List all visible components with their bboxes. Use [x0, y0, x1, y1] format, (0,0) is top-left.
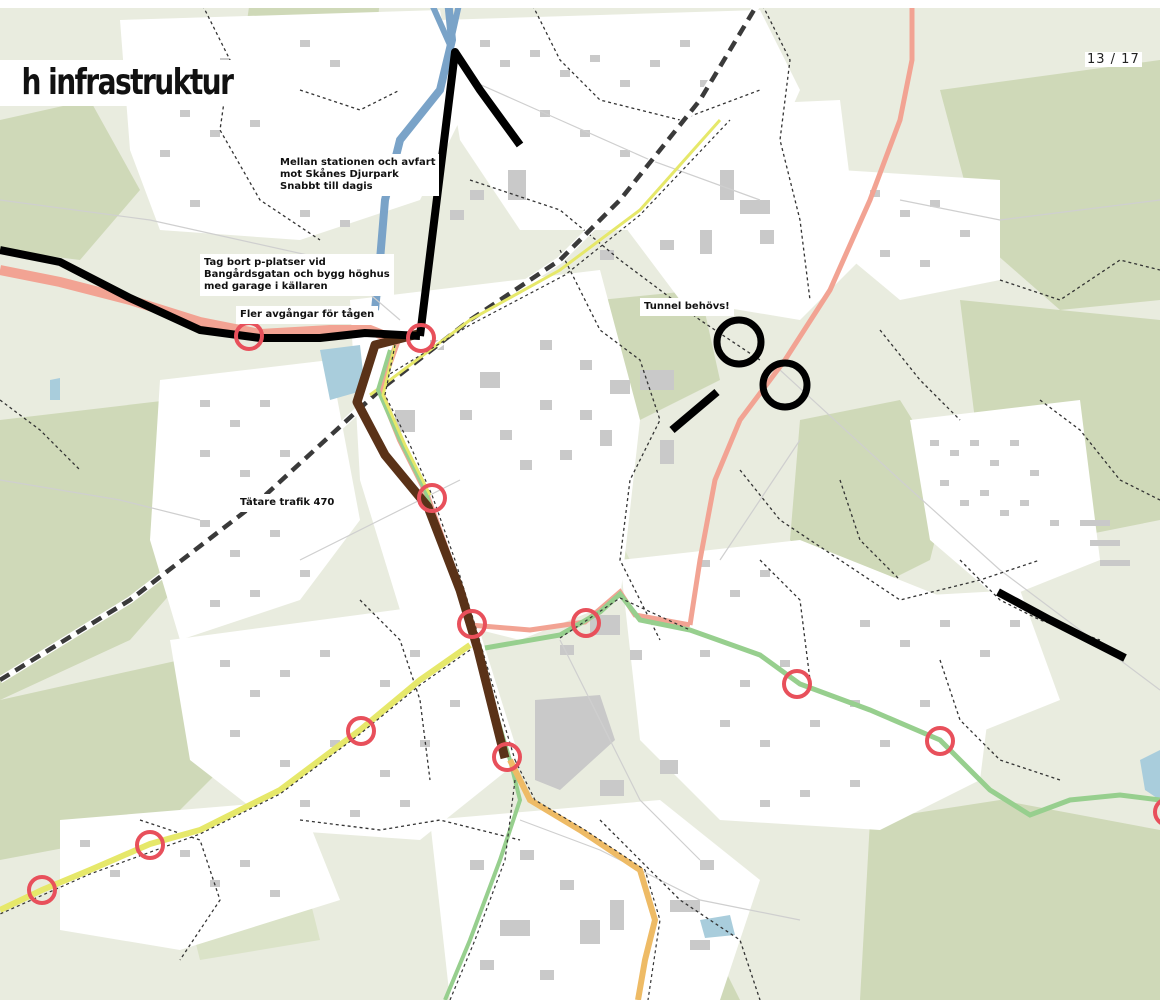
- bus-stop: [492, 742, 522, 772]
- annotation-parking-highrise: Tag bort p-platser vid Bangårdsgatan och…: [200, 254, 394, 296]
- river-fork: [427, 0, 463, 55]
- route-brown-proposal: [352, 329, 510, 760]
- annotation-station-daycare: Mellan stationen och avfart mot Skånes D…: [276, 154, 440, 196]
- bus-stop: [925, 726, 955, 756]
- annotation-line: Bangårdsgatan och bygg höghus: [204, 269, 390, 280]
- bus-stop: [782, 669, 812, 699]
- page-number: 13 / 17: [1085, 52, 1142, 67]
- bus-stop: [417, 483, 447, 513]
- route-green-east: [484, 590, 1160, 818]
- proposal-black-east: [996, 588, 1127, 662]
- annotation-denser-traffic: Tätare trafik 470: [236, 494, 339, 512]
- page-title: h infrastruktur: [21, 62, 233, 103]
- title-banner: h infrastruktur: [0, 60, 240, 106]
- annotation-tunnel-needed: Tunnel behövs!: [640, 298, 734, 316]
- buildings: [80, 40, 1130, 980]
- route-dotted-overlay: [0, 344, 691, 1000]
- proposal-black-west: [0, 246, 421, 342]
- annotation-line: Snabbt till dagis: [280, 181, 373, 192]
- rail-path-dotted: [379, 119, 731, 381]
- water-bodies: [50, 345, 1160, 938]
- annotation-line: Fler avgångar för tågen: [240, 309, 375, 320]
- route-yellow-west: [0, 642, 472, 913]
- annotation-line: Tätare trafik 470: [240, 497, 335, 508]
- annotation-line: mot Skånes Djurpark: [280, 169, 399, 180]
- railway: [0, 0, 762, 682]
- tunnel-ring-north: [713, 316, 765, 368]
- bus-stop: [135, 830, 165, 860]
- route-salmon-north: [687, 0, 915, 626]
- annotation-more-departures: Fler avgångar för tågen: [236, 306, 379, 324]
- annotation-line: Tag bort p-platser vid: [204, 257, 326, 268]
- route-yellow-central: [381, 344, 432, 496]
- tunnel-ring-south: [759, 359, 811, 411]
- bus-stop: [571, 608, 601, 638]
- annotation-line: Tunnel behövs!: [644, 301, 730, 312]
- proposal-black-tunnel-link: [669, 388, 720, 434]
- bus-stop: [457, 609, 487, 639]
- road-network: [0, 79, 1160, 921]
- bus-stop: [27, 875, 57, 905]
- route-orange-south: [507, 758, 659, 1000]
- bus-stop: [406, 323, 436, 353]
- bus-stop: [1153, 799, 1160, 825]
- annotation-line: med garage i källaren: [204, 281, 328, 292]
- annotation-line: Mellan stationen och avfart: [280, 157, 436, 168]
- bus-stop: [346, 716, 376, 746]
- top-margin: [0, 0, 1160, 8]
